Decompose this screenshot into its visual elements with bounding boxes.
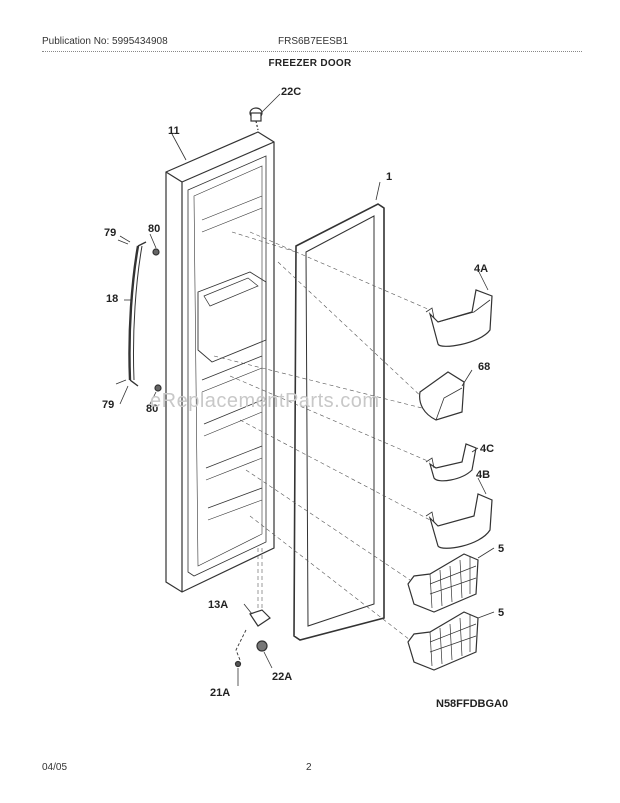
model-number: FRS6B7EESB1 [278, 36, 349, 47]
door-bin-4c [425, 443, 477, 482]
callout-1: 1 [386, 171, 392, 183]
callout-79-lower: 79 [102, 399, 114, 411]
callout-4c: 4C [480, 443, 494, 455]
callout-22a: 22A [272, 671, 292, 683]
diagram-code: N58FFDBGA0 [436, 698, 509, 710]
callout-5-lower: 5 [498, 607, 504, 619]
callout-5-upper: 5 [498, 543, 504, 555]
wire-bin-5-upper [407, 553, 479, 613]
door-gasket [293, 203, 385, 641]
door-liner [165, 131, 275, 593]
callout-80-upper: 80 [148, 223, 160, 235]
door-bin-4b [425, 493, 493, 549]
callout-13a: 13A [208, 599, 228, 611]
callout-22c: 22C [281, 86, 301, 98]
callout-21a: 21A [210, 687, 230, 699]
publication-number: Publication No: 5995434908 [42, 36, 168, 47]
door-handle [115, 239, 162, 392]
watermark: eReplacementParts.com [150, 390, 380, 412]
callout-4b: 4B [476, 469, 490, 481]
callout-11: 11 [168, 125, 180, 137]
footer-date: 04/05 [42, 762, 68, 773]
header-divider [42, 51, 582, 52]
callout-4a: 4A [474, 263, 488, 275]
hinge-cap-22c [249, 107, 263, 131]
wire-bin-5-lower [407, 611, 479, 671]
exploded-parts-diagram: 22C 11 1 79 80 18 79 80 4A 68 4C 4B 5 5 … [102, 86, 504, 699]
door-bin-4a [425, 289, 493, 347]
ice-bucket-68 [419, 371, 465, 421]
bottom-hinge [234, 609, 271, 668]
page-number: 2 [306, 762, 312, 773]
page-title: FREEZER DOOR [268, 58, 352, 69]
callout-80-lower: 80 [146, 403, 158, 415]
callout-18: 18 [106, 293, 118, 305]
callout-68: 68 [478, 361, 490, 373]
callout-79-upper: 79 [104, 227, 116, 239]
